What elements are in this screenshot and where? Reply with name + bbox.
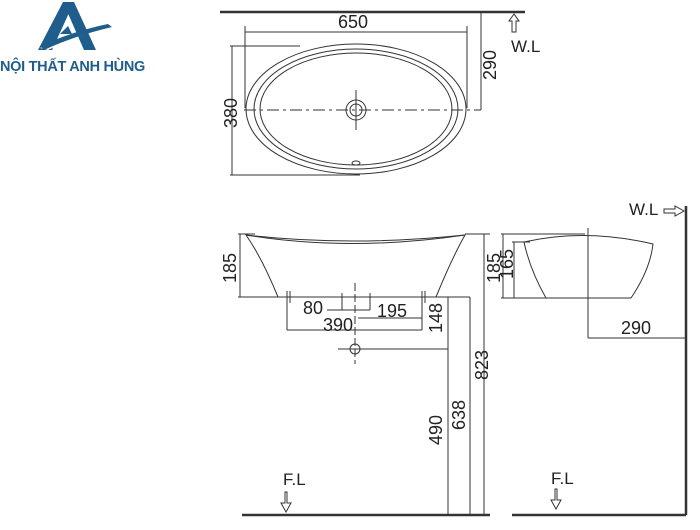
brand-logo: NỘI THẤT ANH HÙNG: [0, 0, 200, 90]
top-wall-center-label: 290: [480, 50, 500, 80]
rim-height-label: 823: [472, 350, 492, 380]
drain-drop-label: 148: [426, 303, 446, 333]
floor-down-arrow-icon: [280, 491, 292, 514]
brand-name: NỘI THẤT ANH HÙNG: [0, 59, 145, 75]
side-height-label: 185: [484, 253, 504, 283]
side-wall-label: W.L: [629, 200, 658, 219]
side-view: [501, 205, 688, 517]
basin-outer-rim: [245, 43, 467, 175]
right-offset-label: 195: [377, 301, 407, 321]
top-depth-label: 380: [221, 98, 241, 128]
side-floor-down-arrow-icon: [550, 488, 562, 511]
wall-up-arrow-icon: [508, 13, 520, 33]
wall-right-arrow-icon: [663, 205, 686, 217]
logo-mark-icon: [38, 2, 112, 50]
top-width-label: 650: [338, 12, 368, 32]
basin-side-body: [523, 235, 654, 299]
overflow-hole-icon: [351, 160, 361, 166]
drain-height-label: 490: [426, 415, 446, 445]
top-wall-label: W.L: [511, 37, 540, 56]
basin-front-body: [244, 234, 466, 298]
top-view: [220, 10, 525, 176]
basin-inner-rim: [253, 48, 459, 170]
front-floor-label: F.L: [283, 470, 306, 489]
drain-offset-label: 80: [303, 298, 323, 318]
base-height-label: 638: [449, 400, 469, 430]
side-floor-label: F.L: [551, 469, 574, 488]
side-wall-center-label: 290: [621, 318, 651, 338]
front-height-label: 185: [220, 253, 240, 283]
base-width-label: 390: [323, 315, 353, 335]
side-inner-height-label: 165: [497, 249, 517, 279]
front-view: [238, 233, 490, 517]
